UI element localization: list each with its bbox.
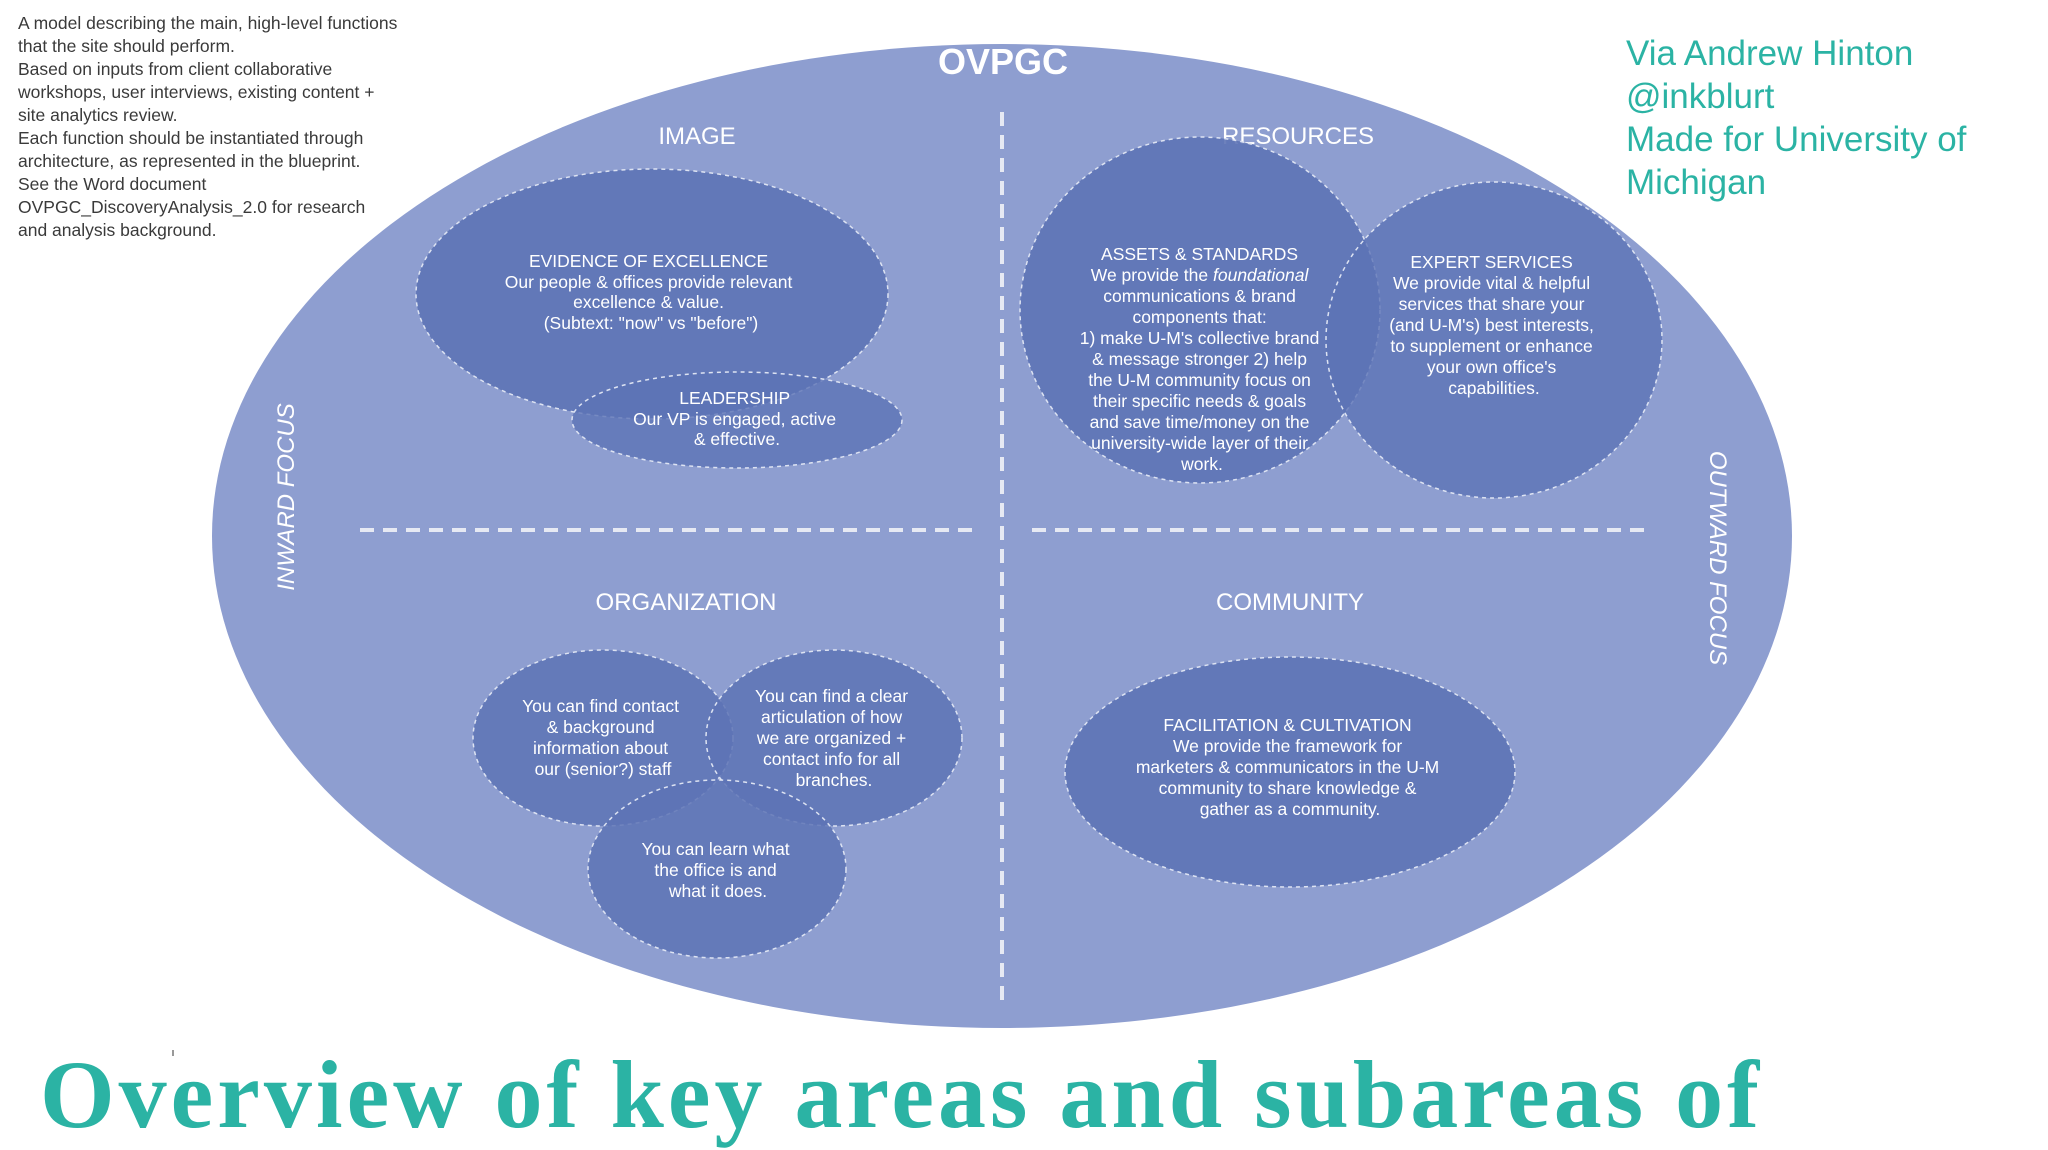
bubble-line: LEADERSHIP: [679, 388, 790, 408]
bubble-line: & effective.: [694, 429, 780, 449]
quadrant-organization: ORGANIZATION: [596, 589, 777, 616]
diagram-title: OVPGC: [938, 41, 1068, 82]
bubble-line: You can find contact: [522, 696, 679, 716]
bubble-line: university-wide layer of their: [1091, 433, 1308, 453]
bubble-line: Our people & offices provide relevant: [505, 272, 793, 292]
credit-line: Via Andrew Hinton: [1626, 34, 1914, 73]
bubble-line: We provide the foundational: [1091, 265, 1310, 285]
bubble-line: we are organized +: [756, 728, 906, 748]
bubble-contact-text: You can find contact & background inform…: [522, 696, 684, 779]
bubble-emphasis: foundational: [1213, 265, 1309, 285]
bubble-line: We provide vital & helpful: [1393, 273, 1590, 293]
bubble-line: the office is and: [654, 860, 776, 880]
bubble-line: EVIDENCE OF EXCELLENCE: [529, 251, 768, 271]
bubble-line: services that share your: [1399, 294, 1585, 314]
bubble-line: their specific needs & goals: [1093, 391, 1306, 411]
bubble-line: (Subtext: "now" vs "before"): [544, 313, 759, 333]
bubble-line: & background: [547, 717, 655, 737]
bubble-line: gather as a community.: [1200, 799, 1381, 819]
bubble-line: FACILITATION & CULTIVATION: [1163, 715, 1411, 735]
quadrant-community: COMMUNITY: [1216, 589, 1364, 616]
bubble-articulation: [705, 649, 963, 827]
credit-line: Made for University of: [1626, 120, 1967, 159]
bubble-line: community to share knowledge &: [1159, 778, 1417, 798]
bubble-articulation-text: You can find a clear articulation of how…: [755, 686, 913, 790]
bubble-assets-text: ASSETS & STANDARDS We provide the founda…: [1080, 244, 1325, 474]
bubble-line: (and U-M's) best interests,: [1389, 315, 1594, 335]
bubble-expert-services: [1325, 181, 1663, 499]
intro-line: Based on inputs from client collaborativ…: [18, 59, 375, 125]
bubble-evidence-text: EVIDENCE OF EXCELLENCE Our people & offi…: [505, 251, 798, 333]
bubble-line: the U-M community focus on: [1088, 370, 1311, 390]
credits: Via Andrew Hinton @inkblurt Made for Uni…: [1626, 32, 2046, 204]
intro-note: A model describing the main, high-level …: [18, 12, 398, 242]
bubble-line: We provide the framework for: [1173, 736, 1402, 756]
bubble-line: what it does.: [668, 881, 767, 901]
bubble-learn-office: [587, 779, 847, 959]
intro-line: A model describing the main, high-level …: [18, 13, 398, 56]
credit-line: @inkblurt: [1626, 77, 1775, 116]
bubble-line: You can find a clear: [755, 686, 908, 706]
bubble-line: articulation of how: [761, 707, 902, 727]
bubble-facilitation-text: FACILITATION & CULTIVATION We provide th…: [1136, 715, 1444, 819]
bubble-line: contact info for all: [763, 749, 900, 769]
bubble-line: our (senior?) staff: [535, 759, 672, 779]
bubble-line: work.: [1180, 454, 1223, 474]
bubble-line: your own office's: [1427, 357, 1557, 377]
credit-line: Michigan: [1626, 163, 1767, 202]
intro-line: See the Word document OVPGC_DiscoveryAna…: [18, 174, 366, 240]
bubble-line: information about: [533, 738, 668, 758]
bubble-line: marketers & communicators in the U-M: [1136, 757, 1439, 777]
bubble-line: and save time/money on the: [1090, 412, 1310, 432]
bubble-line: 1) make U-M's collective brand: [1080, 328, 1320, 348]
quadrant-image: IMAGE: [658, 123, 735, 150]
bubble-line: ASSETS & STANDARDS: [1101, 244, 1298, 264]
bubble-line: capabilities.: [1448, 378, 1539, 398]
bubble-line: You can learn what: [641, 839, 789, 859]
bubble-line: communications & brand: [1103, 286, 1296, 306]
bubble-expert-text: EXPERT SERVICES We provide vital & helpf…: [1389, 252, 1599, 398]
bubble-line: Our VP is engaged, active: [633, 409, 836, 429]
bubble-line: components that:: [1132, 307, 1266, 327]
bubble-line: excellence & value.: [573, 292, 724, 312]
bubble-line: & message stronger 2) help: [1092, 349, 1307, 369]
axis-label-outward: OUTWARD FOCUS: [1704, 451, 1731, 665]
bubble-line: branches.: [796, 770, 873, 790]
axis-label-inward: INWARD FOCUS: [273, 403, 300, 591]
bubble-leadership: [571, 371, 903, 469]
bubble-line: to supplement or enhance: [1390, 336, 1592, 356]
bubble-facilitation-cultivation: [1064, 656, 1516, 888]
bubble-leadership-text: LEADERSHIP Our VP is engaged, active & e…: [633, 388, 841, 449]
bubble-learn-text: You can learn what the office is and wha…: [641, 839, 794, 901]
overview-title: Overview of key areas and subareas of: [40, 1041, 1764, 1148]
bubble-line-part: We provide the: [1091, 265, 1213, 285]
small-mark: [172, 1050, 174, 1056]
intro-line: Each function should be instantiated thr…: [18, 128, 364, 171]
bubble-line: EXPERT SERVICES: [1410, 252, 1572, 272]
